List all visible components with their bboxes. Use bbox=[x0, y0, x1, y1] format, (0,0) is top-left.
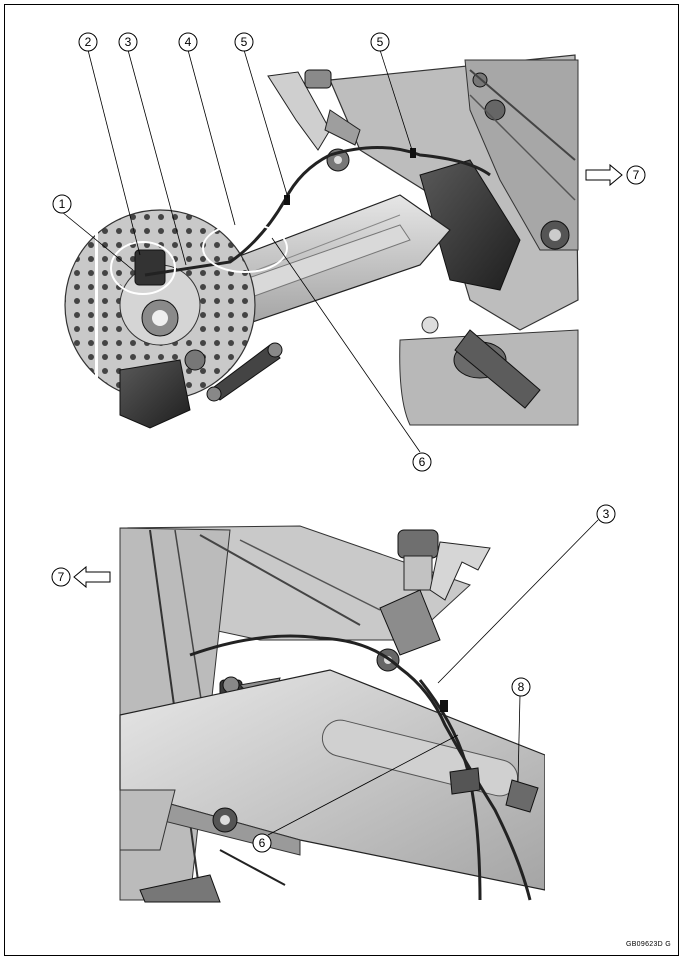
frame-assembly bbox=[329, 54, 579, 331]
callout-3: 3 bbox=[118, 32, 138, 52]
svg-text:3: 3 bbox=[125, 35, 132, 49]
bottom-illustration-svg: 3 6 7 8 bbox=[51, 504, 616, 910]
callout-3-bottom: 3 bbox=[596, 504, 616, 524]
callout-7-bottom: 7 bbox=[51, 567, 71, 587]
callout-6-bottom: 6 bbox=[252, 833, 272, 853]
leader-lines bbox=[61, 49, 421, 453]
svg-text:5: 5 bbox=[377, 35, 384, 49]
callout-5b: 5 bbox=[370, 32, 390, 52]
callouts-bottom: 3 6 7 8 bbox=[51, 504, 616, 853]
direction-arrow-left bbox=[73, 565, 111, 589]
callout-1: 1 bbox=[52, 194, 72, 214]
svg-text:8: 8 bbox=[518, 680, 525, 694]
brake-caliper bbox=[119, 249, 206, 429]
svg-text:3: 3 bbox=[603, 507, 610, 521]
bottom-illustration: 3 6 7 8 bbox=[0, 490, 685, 930]
hose-clamps bbox=[284, 148, 416, 205]
page-frame bbox=[4, 4, 679, 956]
callout-6: 6 bbox=[412, 452, 432, 472]
callouts-top: 1 2 3 4 5 5 6 7 bbox=[52, 32, 646, 472]
svg-text:6: 6 bbox=[419, 455, 426, 469]
suspension-link bbox=[206, 342, 283, 402]
top-illustration: 1 2 3 4 5 5 6 7 bbox=[0, 0, 685, 480]
callout-2: 2 bbox=[78, 32, 98, 52]
brake-hose bbox=[144, 146, 491, 277]
highlight-ellipse-caliper bbox=[110, 241, 176, 295]
top-illustration-svg: 1 2 3 4 5 5 6 7 bbox=[52, 32, 646, 472]
muffler-bottom bbox=[139, 849, 286, 903]
direction-arrow-right bbox=[585, 163, 623, 187]
svg-text:6: 6 bbox=[259, 836, 266, 850]
svg-text:7: 7 bbox=[633, 168, 640, 182]
highlight-ellipse-hose bbox=[202, 223, 288, 273]
callout-4: 4 bbox=[178, 32, 198, 52]
callout-7: 7 bbox=[626, 165, 646, 185]
svg-text:1: 1 bbox=[59, 197, 66, 211]
callout-8-bottom: 8 bbox=[511, 677, 531, 697]
svg-text:2: 2 bbox=[85, 35, 92, 49]
svg-text:5: 5 bbox=[241, 35, 248, 49]
leader-lines-bottom bbox=[267, 519, 599, 836]
hose-clamps-bottom bbox=[440, 700, 539, 813]
svg-text:4: 4 bbox=[185, 35, 192, 49]
callout-5a: 5 bbox=[234, 32, 254, 52]
svg-text:7: 7 bbox=[58, 570, 65, 584]
muffler bbox=[399, 316, 579, 426]
rear-master-cylinder-reservoir-bottom bbox=[376, 529, 491, 672]
figure-code: GB09623D G bbox=[625, 941, 671, 948]
